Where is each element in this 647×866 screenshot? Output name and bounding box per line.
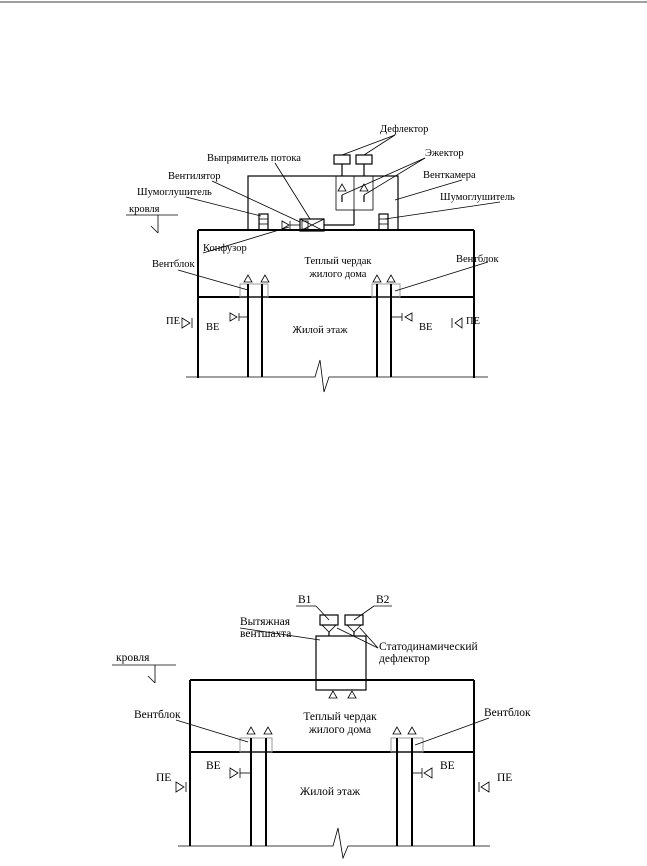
- label-silencer-right: Шумоглушитель: [440, 192, 515, 203]
- pe-symbol-left-1: [181, 317, 191, 329]
- label-flow-straightener: Выпрямитель потока: [207, 153, 301, 164]
- break-line-2: [178, 827, 490, 860]
- pe-symbol-right-2: [480, 781, 490, 793]
- label-ve-left-2: ВЕ: [206, 760, 221, 772]
- label-ventcamera: Венткамера: [423, 170, 476, 181]
- ventblock-left-2: [239, 737, 273, 753]
- pe-symbol-right-1: [454, 317, 463, 329]
- pe-symbol-left-2: [175, 781, 185, 793]
- label-statodynamic-line1: Статодинамический: [379, 641, 478, 653]
- label-deflector: Дефлектор: [380, 124, 428, 135]
- label-pe-left: ПЕ: [166, 316, 180, 327]
- label-b1: В1: [298, 594, 312, 606]
- ventblock-left-1: [239, 283, 269, 298]
- label-exhaust-shaft-line2: вентшахта: [240, 628, 291, 640]
- label-ejector: Эжектор: [425, 148, 464, 159]
- ventblock-right-1: [371, 283, 401, 298]
- label-attic2-line2: жилого дома: [308, 724, 371, 736]
- label-attic2-line1: Теплый чердак: [303, 711, 377, 723]
- label-ventblock-left-2: Вентблок: [134, 709, 181, 721]
- diagram-2: В1 В2 Вытяжная вентшахта Статодинамическ…: [112, 594, 531, 860]
- ventblock-right-2: [390, 737, 424, 753]
- label-ventblock-right: Вентблок: [456, 254, 499, 265]
- label-fan: Вентилятор: [168, 171, 221, 182]
- silencer-right-1: [378, 213, 389, 231]
- label-ventblock-right-2: Вентблок: [484, 707, 531, 719]
- label-roof-2: кровля: [116, 652, 150, 664]
- ve-symbol-right-2: [423, 767, 433, 779]
- label-ve-right-2: ВЕ: [440, 760, 455, 772]
- label-living-floor-2: Жилой этаж: [300, 786, 360, 798]
- label-ve-right: ВЕ: [419, 322, 432, 333]
- label-attic-line1: Теплый чердак: [305, 256, 373, 267]
- label-silencer-left: Шумоглушитель: [137, 187, 212, 198]
- silencer-left-1: [258, 213, 269, 231]
- label-pe-right-2: ПЕ: [497, 772, 512, 784]
- label-ventblock-left: Вентблок: [152, 259, 195, 270]
- valve-symbol-1: [281, 220, 290, 230]
- diagram-1: Дефлектор Эжектор Выпрямитель потока Вен…: [126, 124, 515, 393]
- label-ve-left: ВЕ: [206, 322, 219, 333]
- label-pe-left-2: ПЕ: [156, 772, 171, 784]
- ve-symbol-left-2: [229, 767, 239, 779]
- roof-marker-arrow-2: [147, 675, 156, 684]
- label-living-floor: Жилой этаж: [293, 325, 349, 336]
- exhaust-shaft-2: [315, 635, 367, 691]
- roof-marker-arrow-1: [150, 225, 159, 234]
- ve-symbol-left-1: [229, 312, 238, 322]
- label-confuser: Конфузор: [203, 243, 247, 254]
- deflector-1-left: [333, 154, 351, 165]
- label-pe-right: ПЕ: [466, 316, 480, 327]
- break-line-1: [186, 359, 488, 393]
- label-b2: В2: [376, 594, 390, 606]
- label-exhaust-shaft-line1: Вытяжная: [240, 616, 291, 628]
- ve-symbol-right-1: [404, 312, 413, 322]
- label-attic-line2: жилого дома: [309, 269, 367, 280]
- label-roof: кровля: [129, 204, 160, 215]
- label-statodynamic-line2: дефлектор: [379, 653, 430, 665]
- ventcamera-enclosure-1: [247, 175, 399, 231]
- deflector-1-right: [355, 154, 373, 165]
